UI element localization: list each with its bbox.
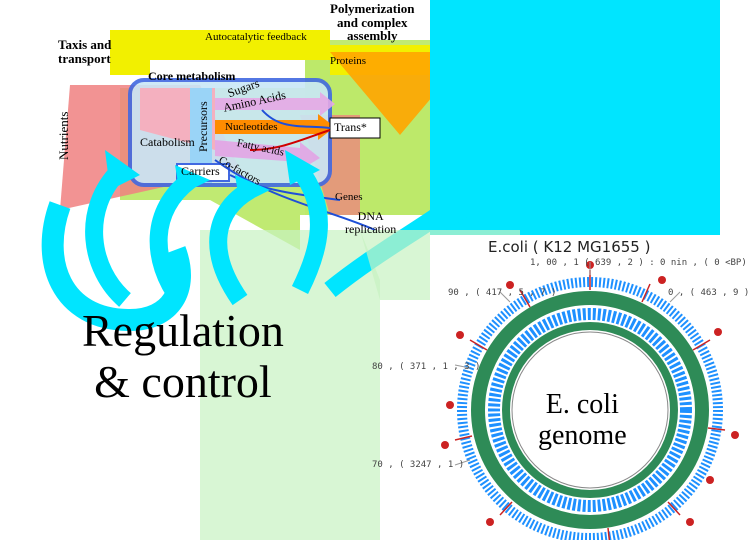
ecoli-genome-label: E. coli genome [538, 389, 627, 451]
genome-coord-right: 0 , ( 463 , 9 ) [668, 288, 749, 298]
cyan-arrow-big [430, 180, 690, 240]
blue-arrow-a [214, 159, 376, 231]
taxis-transport-label: Taxis and transport [58, 37, 112, 66]
regulation-control-label: Regulation & control [82, 305, 284, 407]
amino-acids-arrow [215, 92, 335, 116]
blue-arrow-c [261, 109, 331, 129]
core-metabolism-label: Core metabolism [148, 69, 236, 83]
autocatalytic-feedback-label: Autocatalytic feedback [205, 31, 307, 43]
diagram-artwork [41, 0, 739, 540]
catabolism-label: Catabolism [140, 135, 195, 149]
genome-ticks [454, 262, 681, 466]
nucleotides-label: Nucleotides [225, 121, 278, 133]
precursors-label: Precursors [196, 101, 210, 152]
genome-circle-map [441, 261, 739, 540]
red-arrow [249, 129, 331, 151]
precursors-bar [190, 88, 212, 183]
cyan-right-region [430, 0, 720, 240]
genome-coord-90: 90 , ( 417 , 5 , 7 ) [448, 288, 557, 298]
genome-coord-70: 70 , ( 3247 , 1 ) [372, 460, 465, 470]
genome-map-title: E.coli ( K12 MG1655 ) [488, 238, 651, 256]
polymerization-label: Polymerization and complex assembly [330, 1, 415, 44]
genes-label: Genes [335, 191, 363, 203]
carriers-label: Carriers [181, 164, 220, 178]
nucleotides-arrow [215, 114, 335, 140]
trans-label: Trans* [334, 120, 367, 134]
genome-coord-top: 1, 00 , 1 ( 639 , 2 ) : 0 nin , ( 0 <BP) [530, 258, 747, 268]
dna-replication-label: DNA replication [345, 209, 397, 236]
nutrients-label: Nutrients [56, 111, 71, 160]
light-green-region [200, 230, 380, 540]
cyan-loop-left [41, 201, 191, 332]
proteins-label: Proteins [330, 55, 367, 67]
fatty-acids-arrow [215, 140, 320, 170]
genome-coord-80: 80 , ( 371 , 1 , 3 ) [372, 362, 481, 372]
diagram-stage: Taxis and transport Nutrients Core metab… [41, 0, 749, 540]
